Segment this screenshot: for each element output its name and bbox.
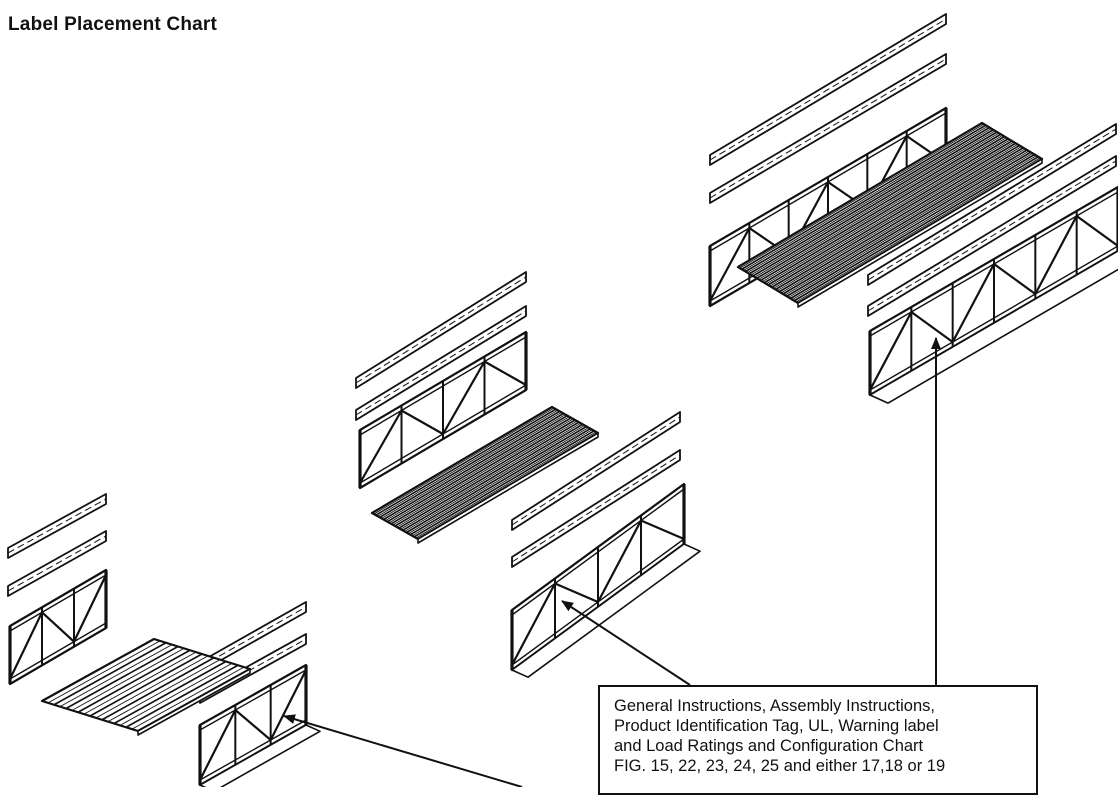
guardrail-bar — [867, 155, 1117, 317]
medium-platform-assembly — [355, 271, 701, 679]
guardrail-bar — [511, 411, 681, 531]
callout-line: and Load Ratings and Configuration Chart — [614, 737, 924, 755]
guardrail-bar — [709, 53, 947, 204]
small-platform-assembly — [7, 493, 321, 787]
guardrail-bar — [7, 530, 107, 597]
deck-panel — [736, 121, 1044, 308]
side-truss-frame — [510, 482, 701, 679]
guardrail-bar — [7, 493, 107, 559]
guardrail-bar — [709, 13, 947, 166]
large-platform-assembly — [708, 13, 1118, 404]
callout-line: FIG. 15, 22, 23, 24, 25 and either 17,18… — [614, 757, 946, 775]
deck-panel — [370, 405, 600, 544]
leader-arrows — [283, 337, 941, 787]
callout-line: Product Identification Tag, UL, Warning … — [614, 717, 939, 735]
side-truss-frame — [8, 568, 108, 686]
callout-line: General Instructions, Assembly Instructi… — [614, 697, 935, 715]
deck-panel — [40, 637, 252, 736]
guardrail-bar — [867, 123, 1117, 286]
guardrail-bar — [511, 449, 681, 568]
label-callout-box: General Instructions, Assembly Instructi… — [598, 685, 1038, 795]
chart-title: Label Placement Chart — [8, 14, 218, 35]
leader-arrow-medium — [561, 600, 691, 686]
guardrail-bar — [355, 271, 527, 389]
guardrail-bar — [355, 305, 527, 421]
side-truss-frame — [198, 663, 321, 787]
side-truss-frame — [358, 330, 528, 490]
leader-arrow-small — [283, 714, 523, 787]
